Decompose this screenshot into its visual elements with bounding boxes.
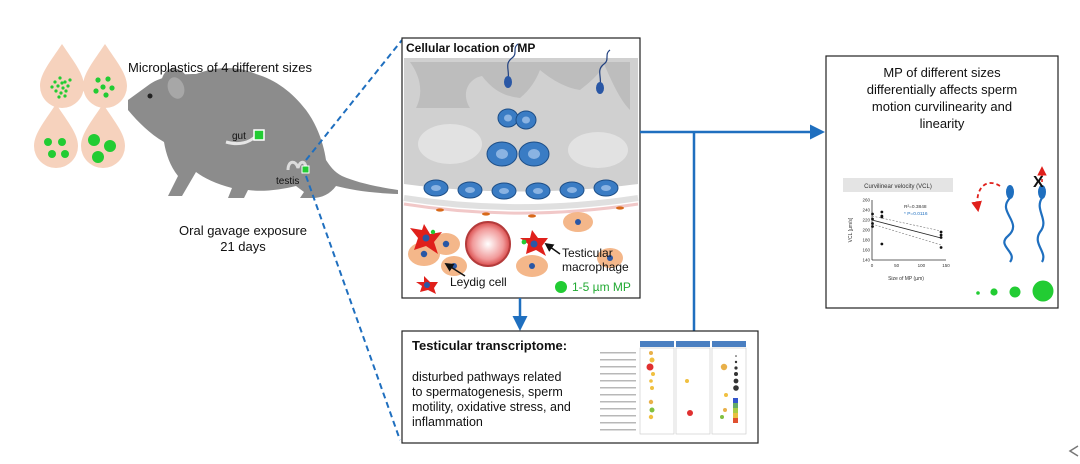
mini-chart-point	[939, 233, 943, 237]
sperm-illustrations	[971, 166, 1047, 263]
mini-chart-point	[871, 212, 874, 216]
droplet-2	[83, 44, 127, 108]
sperm-panel: Curvilinear velocity (VCL) 260 240 220 200 18…	[825, 55, 1059, 309]
leydig-label: Leydig cell	[450, 275, 507, 289]
cellular-panel	[401, 37, 641, 299]
mini-chart-point	[871, 225, 874, 228]
mini-chart-y-tick: 160	[862, 248, 870, 253]
mini-chart-y-tick: 220	[862, 218, 870, 223]
mini-chart-ylabel: VCL [µm/s]	[848, 217, 854, 242]
mini-chart-x-tick: 100	[918, 263, 926, 268]
cellular-panel-title: Cellular location of MP	[406, 41, 536, 55]
zoom-line-top	[305, 39, 403, 161]
mini-chart-point	[880, 210, 884, 214]
sperm-title-line-1: MP of different sizes	[883, 65, 1001, 80]
mp-legend: 1-5 µm MP	[572, 280, 631, 294]
mini-chart-y-tick: 140	[862, 258, 870, 263]
zoom-line-bottom	[305, 175, 401, 441]
mini-chart-r2: R²=0.3848	[904, 204, 927, 210]
sperm-title-line-4: linearity	[919, 116, 965, 131]
mini-chart-point	[880, 214, 884, 218]
gut-label: gut	[232, 131, 246, 142]
mini-chart-x-tick: 150	[942, 263, 950, 268]
transcriptome-body: disturbed pathways related to spermatoge…	[412, 370, 571, 430]
testis-label: testis	[276, 176, 300, 187]
mp-size-dots	[976, 280, 1054, 302]
mini-chart-x-tick: 0	[871, 263, 874, 268]
mini-chart-point	[880, 242, 884, 246]
transcriptome-panel	[401, 330, 759, 444]
route-line-1: Oral gavage exposure	[179, 223, 307, 238]
mini-chart-xlabel: Size of MP (µm)	[888, 276, 924, 282]
macrophage-line-2: macrophage	[562, 260, 629, 274]
transcriptome-line-4: inflammation	[412, 415, 483, 429]
mini-chart-y-tick: 260	[862, 198, 870, 203]
dotplot-thumbnail	[600, 341, 747, 435]
droplet-1	[40, 44, 84, 108]
mini-chart-y-tick: 240	[862, 208, 870, 213]
exposure-title: Microplastics of 4 different sizes	[128, 60, 312, 75]
droplet-4	[81, 104, 125, 168]
mini-chart-title: Curvilinear velocity (VCL)	[864, 184, 932, 190]
droplet-3	[34, 104, 78, 168]
mini-chart-point	[939, 246, 943, 249]
mini-chart-y-tick: 180	[862, 238, 870, 243]
mini-chart-fit-line	[871, 219, 942, 239]
mini-chart-point	[871, 222, 874, 225]
mini-chart-x-tick: 50	[894, 263, 900, 268]
mini-chart: Curvilinear velocity (VCL) 260 240 220 200 18…	[848, 184, 950, 282]
mini-chart-ci-lower	[871, 223, 942, 246]
mini-chart-point	[939, 230, 943, 234]
transcriptome-line-2: to spermatogenesis, sperm	[412, 385, 563, 399]
route-line-2: 21 days	[220, 239, 266, 254]
macrophage-line-1: Testicular	[562, 246, 613, 260]
back-arrow-icon	[1068, 445, 1079, 457]
mini-chart-point	[939, 236, 943, 239]
transcriptome-line-1: disturbed pathways related	[412, 370, 562, 384]
transcriptome-line-3: motility, oxidative stress, and	[412, 400, 571, 414]
mouse-silhouette	[128, 68, 398, 198]
mini-chart-ci-upper	[871, 215, 942, 232]
macrophage-label: Testicular macrophage	[562, 246, 629, 274]
mini-chart-pval: * P=0.0116	[904, 211, 928, 217]
sperm-panel-title: MP of different sizes differentially aff…	[830, 64, 1054, 132]
droplet-group	[34, 44, 127, 168]
x-mark: X	[1033, 174, 1044, 191]
mini-chart-point	[871, 217, 874, 221]
sperm-title-line-3: motion curvilinearity and	[871, 99, 1013, 114]
route-label: Oral gavage exposure 21 days	[168, 223, 318, 255]
sperm-title-line-2: differentially affects sperm	[866, 82, 1018, 97]
transcriptome-title: Testicular transcriptome:	[412, 338, 568, 353]
mini-chart-y-tick: 200	[862, 228, 870, 233]
